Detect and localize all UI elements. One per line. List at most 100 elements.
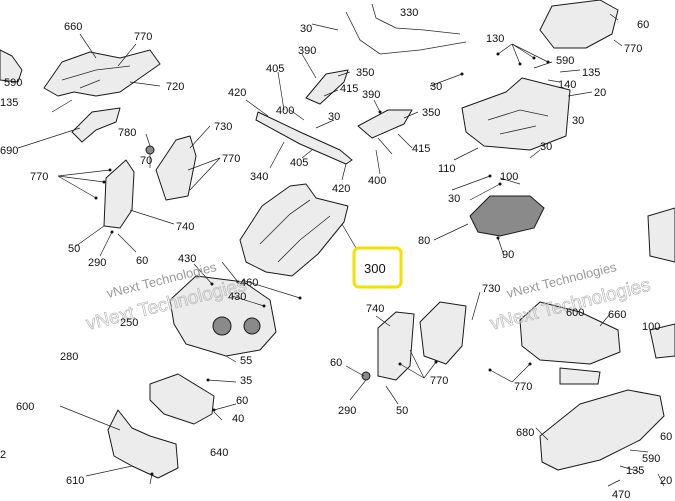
callout-730-center: 730: [482, 283, 500, 295]
part-80: [469, 195, 545, 237]
callout-135-br: 135: [626, 465, 644, 477]
callout-30-right-a: 30: [540, 141, 552, 153]
callout-460: 460: [240, 277, 258, 289]
callout-60-center: 60: [330, 357, 342, 369]
callout-30-right-b: 30: [448, 193, 460, 205]
part-330-b: [371, 3, 461, 35]
highlight-label-300: 300: [364, 261, 386, 276]
callout-730-left: 730: [214, 121, 232, 133]
callout-130: 130: [486, 33, 504, 45]
callout-720: 720: [166, 81, 184, 93]
part-280: [149, 373, 215, 425]
callout-600-right: 600: [566, 307, 584, 319]
callout-770-tl: 770: [134, 31, 152, 43]
callout-350-upper: 350: [356, 67, 374, 79]
callout-420-mid: 420: [332, 183, 350, 195]
callout-660-left: 660: [64, 21, 82, 33]
callout-70: 70: [140, 155, 152, 167]
callout-470: 470: [612, 489, 630, 501]
callout-770-center: 770: [430, 375, 448, 387]
callout-740-center: 740: [366, 303, 384, 315]
highlight-box-300[interactable]: [352, 246, 403, 289]
callout-110: 110: [438, 163, 456, 175]
callout-30-upper-right: 30: [430, 81, 442, 93]
callout-590-br: 590: [642, 453, 660, 465]
callout-30-top: 30: [300, 23, 312, 35]
callout-390-mid: 390: [362, 89, 380, 101]
callout-340: 340: [250, 171, 268, 183]
callout-660-right: 660: [608, 309, 626, 321]
callout-770-left: 770: [30, 171, 48, 183]
callout-100-right: 100: [642, 321, 660, 333]
fastener-dots: [94, 52, 550, 476]
callout-390-upper: 390: [298, 45, 316, 57]
callout-590-tr: 590: [556, 55, 574, 67]
part-770-lower-right: [519, 301, 621, 365]
callout-415-upper: 415: [340, 83, 358, 95]
callout-770-right: 770: [514, 381, 532, 393]
callout-430-upper: 430: [178, 253, 196, 265]
callout-740-left: 740: [176, 221, 194, 233]
callout-400-mid: 400: [368, 175, 386, 187]
callout-20-br: 20: [660, 475, 672, 487]
callout-770-tr: 770: [624, 43, 642, 55]
callout-290-left: 290: [88, 257, 106, 269]
callout-590-left: 590: [4, 77, 22, 89]
callout-405-upper: 405: [266, 63, 284, 75]
part-300-hood: [239, 183, 349, 277]
part-340-strip: [255, 111, 353, 165]
part-690: [71, 107, 121, 143]
callout-610: 610: [66, 475, 84, 487]
callout-135-tr: 135: [582, 67, 600, 79]
part-110-detail: [487, 109, 549, 135]
callout-640: 640: [210, 447, 228, 459]
callout-60-lower-left: 60: [236, 395, 248, 407]
part-110: [461, 77, 571, 151]
callout-30-mid: 30: [328, 111, 340, 123]
part-780: [145, 145, 155, 155]
part-330: [345, 11, 467, 55]
part-660-detail: [61, 65, 131, 89]
part-660-right: [647, 207, 675, 263]
part-610: [107, 409, 179, 479]
callout-labels: 30 330 60 660 770 590 135 720 390 350 40…: [0, 7, 672, 501]
callout-140: 140: [558, 79, 576, 91]
callout-60-tr: 60: [637, 19, 649, 31]
callout-90: 90: [502, 249, 514, 261]
callout-135-left: 135: [0, 97, 18, 109]
part-730-center: [419, 301, 467, 365]
callout-415-mid: 415: [412, 143, 430, 155]
part-770-upper: [539, 0, 619, 49]
part-250-light-a: [212, 316, 232, 336]
callout-50-center: 50: [396, 405, 408, 417]
callout-430-lower: 430: [228, 291, 246, 303]
callout-780: 780: [118, 127, 136, 139]
callout-2-left: 2: [0, 449, 6, 461]
part-250: [169, 275, 277, 357]
callout-400-upper: 400: [276, 105, 294, 117]
callout-600-left: 600: [16, 401, 34, 413]
callout-80: 80: [418, 235, 430, 247]
callout-40: 40: [232, 413, 244, 425]
callout-680: 680: [516, 427, 534, 439]
callout-100-mid: 100: [500, 171, 518, 183]
part-680: [539, 389, 665, 471]
callout-690: 690: [0, 145, 18, 157]
callout-55: 55: [240, 355, 252, 367]
callout-60-br: 60: [660, 431, 672, 443]
part-740-center: [377, 311, 415, 381]
part-250-light-b: [243, 317, 261, 335]
callout-290-center: 290: [338, 405, 356, 417]
part-300-hood-detail: [259, 199, 331, 263]
callout-420-upper: 420: [228, 87, 246, 99]
part-60-center: [361, 371, 371, 381]
callout-330: 330: [400, 7, 418, 19]
part-590-right: [559, 367, 601, 385]
callout-20-tr: 20: [594, 87, 606, 99]
callout-60-left: 60: [136, 255, 148, 267]
part-350-lower: [357, 109, 413, 139]
callout-250: 250: [120, 317, 138, 329]
callout-770-left-mid: 770: [222, 153, 240, 165]
callout-280: 280: [60, 351, 78, 363]
